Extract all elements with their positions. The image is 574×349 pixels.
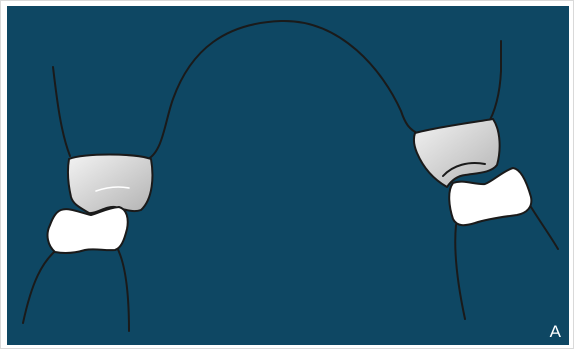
dental-occlusion-illustration [7,6,569,345]
illustration-panel: A [7,6,569,345]
panel-label: A [550,323,561,340]
left-lower-tooth [48,207,128,253]
left-upper-crown [68,155,152,214]
right-upper-crown [414,119,500,187]
